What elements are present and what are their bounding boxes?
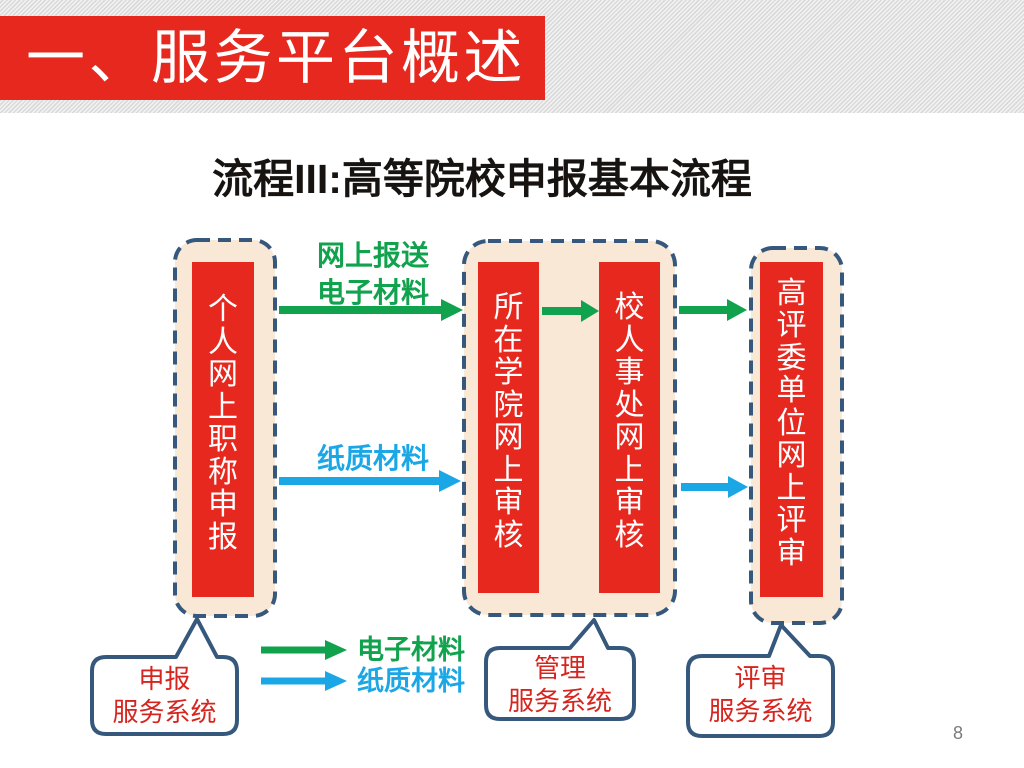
legend-arrow-electronic <box>261 640 347 660</box>
stage-committee-review: 高评委单位网上评审 <box>760 262 823 597</box>
section-header-title: 一、服务平台概述 <box>26 24 527 91</box>
arrow-paper-1 <box>279 470 461 492</box>
stage-hr-review: 校人事处网上审核 <box>599 262 660 593</box>
stage-college-review: 所在学院网上审核 <box>478 262 539 593</box>
callout-review-system-label: 评审 服务系统 <box>708 663 813 726</box>
arrow-electronic-2 <box>679 299 747 321</box>
label-online-submit: 网上报送 电子材料 <box>316 240 429 308</box>
callout-manage-system-bubble <box>484 618 636 721</box>
stage-personal-declare-label: 个人网上职称申报 <box>208 293 238 554</box>
slide-title: 流程III:高等院校申报基本流程 <box>212 156 752 202</box>
section-header-bar: 一、服务平台概述 <box>0 16 545 100</box>
stage-committee-review-label: 高评委单位网上评审 <box>776 276 807 570</box>
stage-personal-declare: 个人网上职称申报 <box>192 262 254 597</box>
arrow-electronic-1 <box>279 299 463 321</box>
label-paper-material: 纸质材料 <box>316 443 429 474</box>
stage-college-review-label: 所在学院网上审核 <box>493 291 524 552</box>
legend-label-electronic: 电子材料 <box>357 635 465 665</box>
callout-review-system-bubble <box>686 623 835 738</box>
stage-hr-review-label: 校人事处网上审核 <box>614 291 645 552</box>
callout-manage-system-label: 管理 服务系统 <box>507 653 612 716</box>
arrow-electronic-mid <box>542 300 599 322</box>
callout-declare-system-bubble <box>90 617 239 736</box>
arrow-paper-2 <box>681 476 748 498</box>
legend-label-paper: 纸质材料 <box>357 666 465 696</box>
legend-arrow-paper <box>261 671 347 691</box>
callout-declare-system-label: 申报 服务系统 <box>112 664 217 727</box>
page-number: 8 <box>952 723 963 743</box>
